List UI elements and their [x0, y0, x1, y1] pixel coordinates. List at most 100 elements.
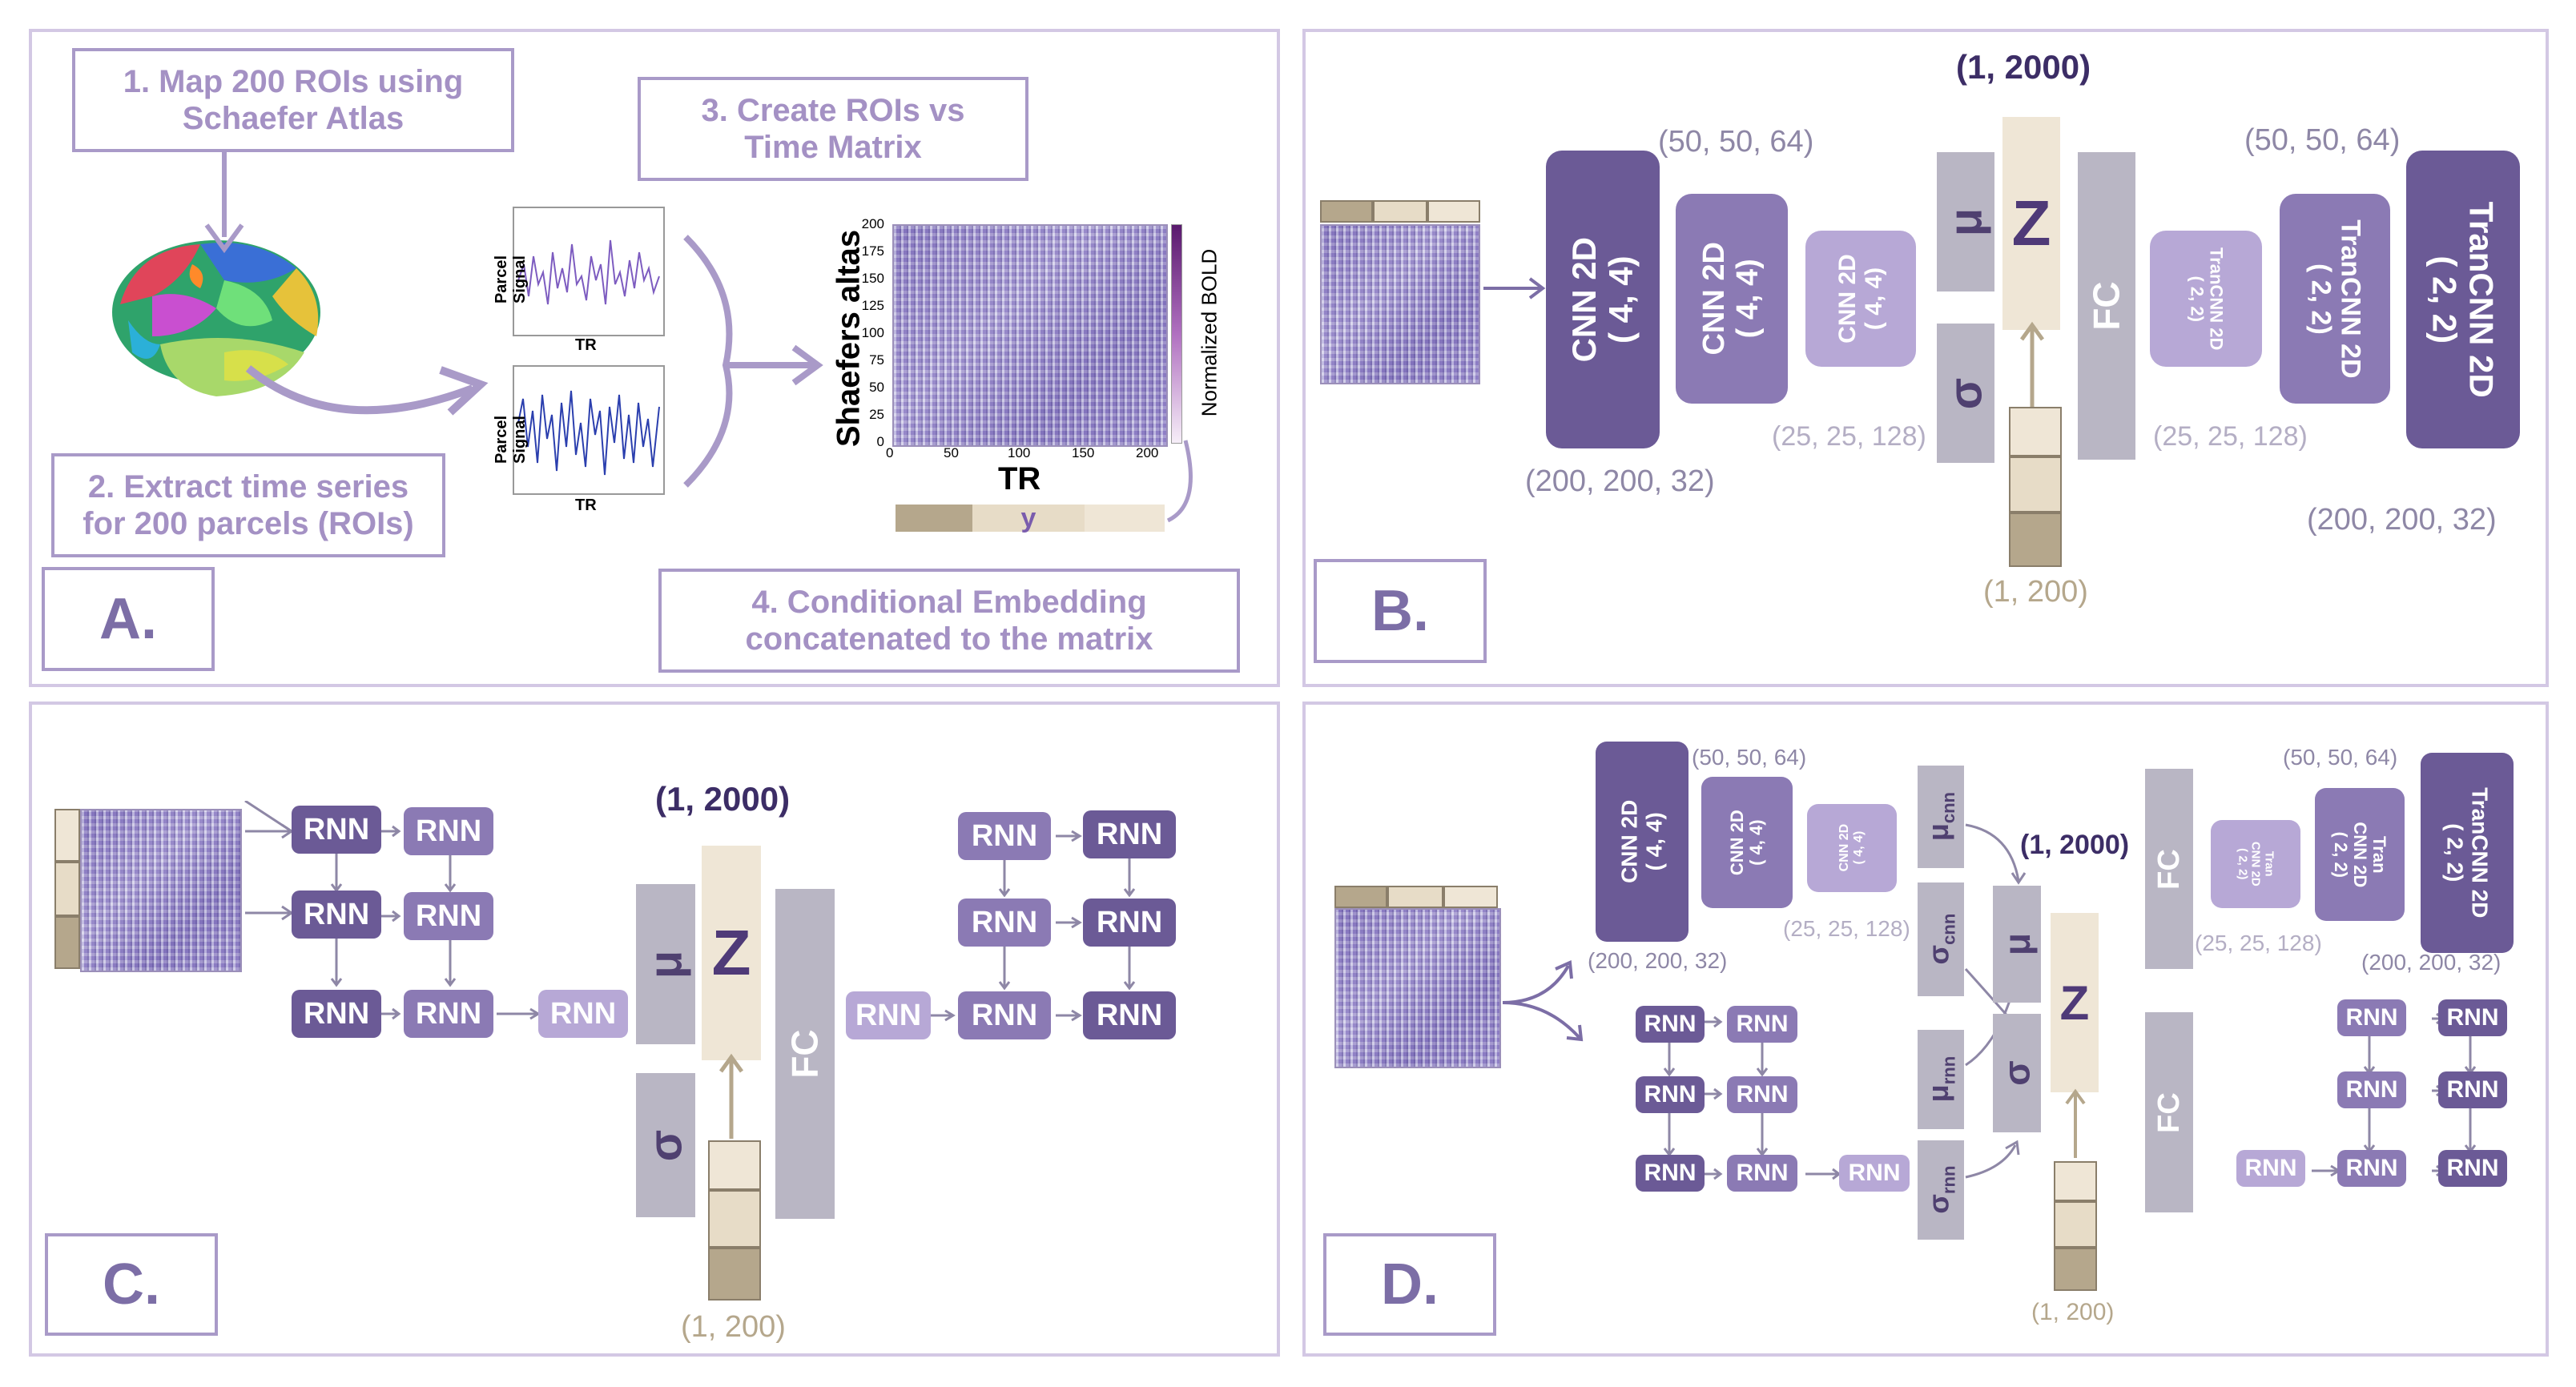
b-tran-block-2: TranCNN 2D ( 2, 2)	[2280, 194, 2390, 404]
b-dim-200-left: (200, 200, 32)	[1525, 464, 1715, 498]
d-dim-50-right: (50, 50, 64)	[2283, 745, 2398, 770]
c-arrow-cond-up	[718, 1053, 744, 1139]
signal-plot-2	[513, 365, 665, 495]
c-z-block: Z	[702, 846, 761, 1060]
d-rnn-enc-3-1: RNN	[1636, 1155, 1705, 1192]
c-rnn-enc-1-1: RNN	[292, 806, 381, 854]
d-mu-rnn-block: μrnn	[1918, 1030, 1964, 1129]
d-rnn-enc-2-2: RNN	[1727, 1076, 1797, 1113]
b-mu-block: μ	[1937, 152, 1994, 291]
d-arrow-cond-up	[2065, 1088, 2086, 1158]
ytick: 50	[869, 380, 884, 395]
d-rnn-dec-1-2: RNN	[2438, 999, 2507, 1036]
c-fc-block: FC	[775, 889, 835, 1219]
d-fc-block-top: FC	[2145, 769, 2193, 969]
panel-a-label: A.	[42, 567, 215, 671]
c-z-shape: (1, 2000)	[655, 780, 791, 818]
colorbar	[1171, 224, 1182, 444]
panel-d-label: D.	[1323, 1233, 1496, 1336]
c-rnn-enc-3-3: RNN	[538, 990, 628, 1038]
d-rnn-dec-0: RNN	[2236, 1150, 2305, 1187]
c-sigma-block: σ	[636, 1073, 695, 1217]
d-rnn-dec-3-1: RNN	[2337, 1150, 2406, 1187]
d-cnn-block-3: CNN 2D ( 4, 4)	[1807, 804, 1897, 892]
d-rnn-enc-2-1: RNN	[1636, 1076, 1705, 1113]
ytick: 200	[861, 216, 884, 231]
c-rnn-connectors	[244, 801, 1136, 1022]
d-sigma-block: σ	[1993, 1014, 2041, 1132]
b-fc-block: FC	[2078, 152, 2135, 460]
xtick: 200	[1136, 445, 1159, 460]
d-tran-block-2: Tran CNN 2D ( 2, 2)	[2315, 788, 2405, 921]
d-rnn-dec-1-1: RNN	[2337, 999, 2406, 1036]
d-cnn-block-1: CNN 2D ( 4, 4)	[1596, 742, 1688, 942]
d-split-arrow	[1502, 960, 1584, 1042]
matrix-xlabel: TR	[998, 461, 1041, 497]
embedding-bar: y	[896, 503, 1165, 533]
colorbar-label: Normalized BOLD	[1197, 248, 1222, 417]
d-z-shape: (1, 2000)	[2020, 830, 2130, 860]
embedding-y-label: y	[972, 503, 1085, 533]
d-tran-block-1: Tran CNN 2D ( 2, 2)	[2211, 820, 2300, 908]
signal-plot-2-ylabel: Parcel Signal	[493, 415, 529, 464]
d-rnn-enc-3-3: RNN	[1839, 1155, 1910, 1192]
d-sigma-rnn-sub: rnn	[1938, 1165, 1959, 1195]
ytick: 150	[861, 271, 884, 286]
xtick: 100	[1008, 445, 1031, 460]
xtick: 50	[944, 445, 959, 460]
step3-box: 3. Create ROIs vs Time Matrix	[638, 77, 1028, 181]
b-input-matrix	[1320, 224, 1480, 384]
d-input-matrix	[1334, 908, 1501, 1068]
step2-box: 2. Extract time series for 200 parcels (…	[51, 453, 445, 557]
d-rnn-dec-2-2: RNN	[2438, 1071, 2507, 1108]
d-cnn-block-2: CNN 2D ( 4, 4)	[1701, 777, 1793, 908]
d-tran-block-3: TranCNN 2D ( 2, 2)	[2421, 753, 2514, 953]
d-z-block: Z	[2051, 913, 2099, 1092]
c-rnn-dec-1-1: RNN	[958, 812, 1051, 860]
ytick: 175	[861, 243, 884, 259]
d-rnn-enc-3-2: RNN	[1727, 1155, 1797, 1192]
d-rnn-enc-1-2: RNN	[1727, 1006, 1797, 1043]
ytick: 100	[861, 325, 884, 340]
ytick: 75	[869, 352, 884, 368]
c-rnn-enc-2-2: RNN	[404, 892, 493, 940]
c-rnn-dec-2-2: RNN	[1083, 899, 1176, 947]
c-rnn-dec-3-1: RNN	[958, 991, 1051, 1039]
b-dim-200-right: (200, 200, 32)	[2307, 503, 2497, 537]
step4-box: 4. Conditional Embedding concatenated to…	[658, 569, 1240, 673]
c-cond-vector	[708, 1140, 761, 1301]
d-rnn-dec-3-2: RNN	[2438, 1150, 2507, 1187]
b-dim-50-left: (50, 50, 64)	[1658, 125, 1814, 159]
b-cnn-block-1: CNN 2D ( 4, 4)	[1546, 151, 1660, 448]
matrix-xtick-list: 0 50 100 150 200	[881, 445, 1185, 464]
roi-time-matrix	[892, 224, 1168, 447]
xtick: 0	[886, 445, 894, 460]
d-sigma-cnn-sub: cnn	[1938, 914, 1959, 946]
d-mu-cnn-sub: cnn	[1938, 792, 1959, 824]
d-dim-25-right: (25, 25, 128)	[2195, 931, 2322, 955]
d-cond-shape: (1, 200)	[2031, 1299, 2115, 1325]
c-rnn-dec-2-1: RNN	[958, 899, 1051, 947]
d-mu-cnn: μ	[1922, 823, 1955, 842]
d-rnn-enc-1-1: RNN	[1636, 1006, 1705, 1043]
arrow-embedding	[1166, 440, 1193, 523]
b-dim-25-left: (25, 25, 128)	[1772, 421, 1926, 452]
d-input-cond-bar	[1334, 886, 1498, 908]
c-cond-shape: (1, 200)	[681, 1310, 786, 1344]
step1-box: 1. Map 200 ROIs using Schaefer Atlas	[72, 48, 514, 152]
d-sigma-cnn-block: σcnn	[1918, 882, 1964, 996]
panel-b-label: B.	[1314, 559, 1487, 663]
ytick: 125	[861, 298, 884, 313]
b-dim-25-right: (25, 25, 128)	[2153, 421, 2308, 452]
b-arrow-cond-up	[2019, 321, 2045, 407]
c-rnn-enc-3-1: RNN	[292, 990, 381, 1038]
c-input-cond-bar	[54, 809, 80, 969]
b-z-shape: (1, 2000)	[1956, 48, 2091, 86]
c-rnn-enc-1-2: RNN	[404, 807, 493, 855]
b-z-block: Z	[2002, 117, 2060, 330]
b-tran-block-1: TranCNN 2D ( 2, 2)	[2150, 231, 2262, 367]
c-rnn-dec-1-2: RNN	[1083, 810, 1176, 858]
d-dim-25-left: (25, 25, 128)	[1783, 916, 1910, 941]
ytick: 0	[876, 434, 884, 449]
d-dim-200-left: (200, 200, 32)	[1588, 948, 1728, 973]
